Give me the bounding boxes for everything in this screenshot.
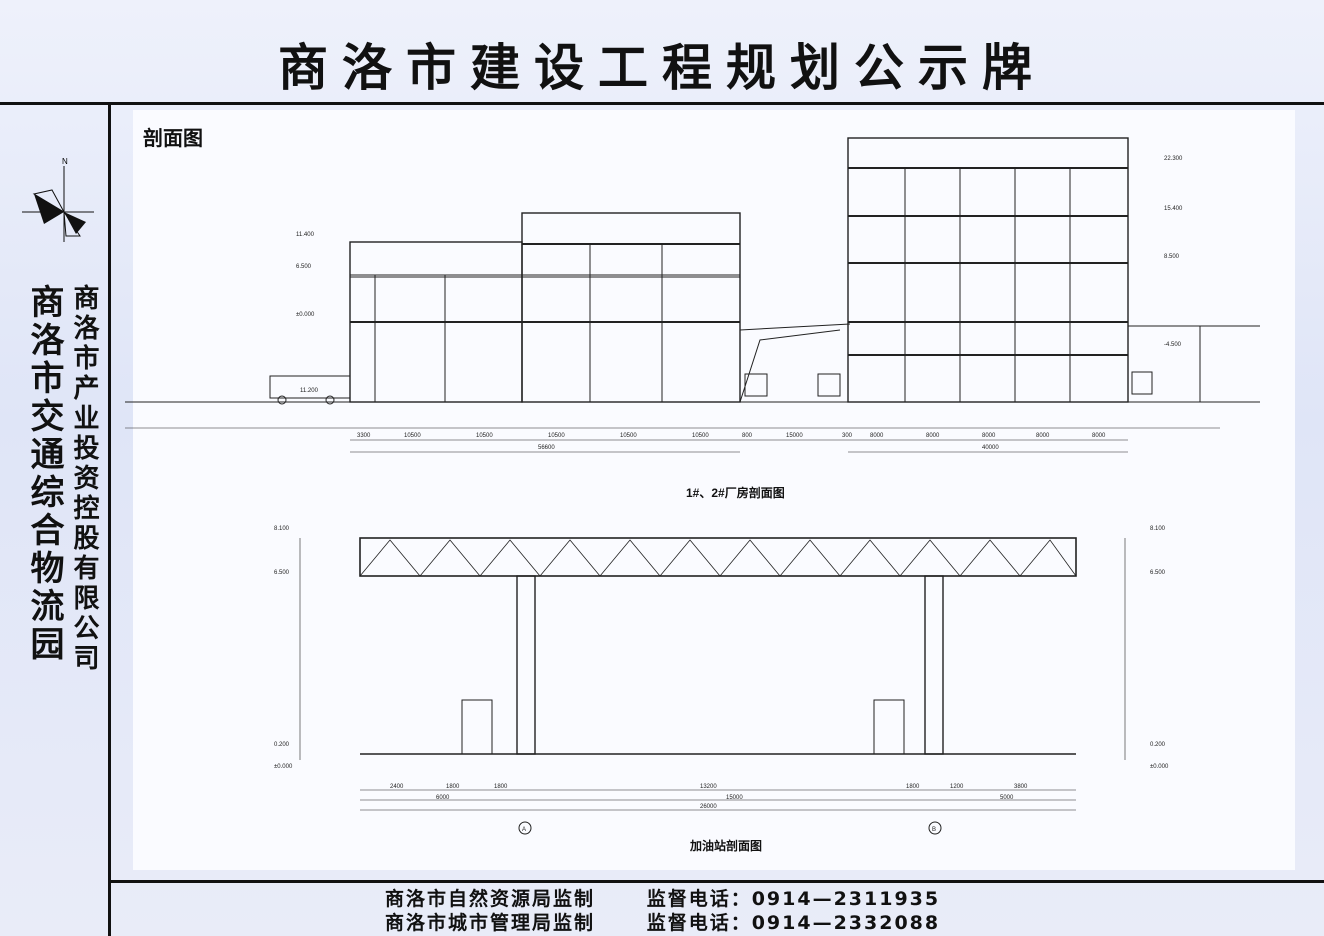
factory-dim: 8000 [982, 433, 996, 439]
level-label: 11.400 [296, 232, 315, 238]
station-dim: 2400 [390, 784, 404, 790]
left-panel: N 商洛市交通综合物流园 商洛市产业投资控股有限公司 [0, 104, 110, 882]
station-level: 8.100 [1150, 526, 1166, 532]
station-dim: 3800 [1014, 784, 1028, 790]
station-dim: 1800 [446, 784, 460, 790]
station-dim: 1800 [906, 784, 920, 790]
factory-dim: 8000 [926, 433, 940, 439]
level-label: 15.400 [1164, 206, 1183, 212]
section-label: 剖面图 [143, 126, 203, 150]
factory-total-left: 56600 [538, 445, 555, 451]
factory-dim: 300 [842, 433, 853, 439]
factory-dim: 3300 [357, 433, 371, 439]
drawing-panel [133, 110, 1295, 870]
footer-line-1: 商洛市自然资源局监制 监督电话：0914—2311935 [385, 888, 941, 910]
footer-divider [108, 880, 1324, 883]
factory-dim: 15000 [786, 433, 803, 439]
station-level: 0.200 [274, 742, 290, 748]
factory-total-right: 40000 [982, 445, 999, 451]
left-panel-divider [108, 102, 111, 936]
park-name: 商洛市交通综合物流园 [24, 284, 64, 664]
board-title: 商洛市建设工程规划公示牌 [278, 39, 1046, 97]
station-level: 6.500 [274, 570, 290, 576]
axis-label: B [932, 827, 936, 833]
factory-dim: 8000 [1092, 433, 1106, 439]
factory-dim: 10500 [692, 433, 709, 439]
level-label: -4.500 [1164, 342, 1182, 348]
factory-dim: 10500 [476, 433, 493, 439]
factory-dim: 10500 [404, 433, 421, 439]
level-label: 6.500 [296, 264, 312, 270]
station-dim: 6000 [436, 795, 450, 801]
station-level: ±0.000 [274, 764, 293, 770]
level-label: 11.200 [300, 388, 319, 394]
level-label: 22.300 [1164, 156, 1183, 162]
factory-dim: 8000 [1036, 433, 1050, 439]
station-level: 8.100 [274, 526, 290, 532]
compass-north-arrow-icon: N [22, 157, 94, 242]
axis-label: A [522, 827, 526, 833]
title-divider [0, 102, 1324, 105]
station-dim: 5000 [1000, 795, 1014, 801]
company-name: 商洛市产业投资控股有限公司 [69, 284, 99, 674]
factory-dim: 10500 [620, 433, 637, 439]
footer-line-2: 商洛市城市管理局监制 监督电话：0914—2332088 [385, 912, 941, 934]
factory-dim: 8000 [870, 433, 884, 439]
factory-dim: 10500 [548, 433, 565, 439]
level-label: 8.500 [1164, 254, 1180, 260]
north-label: N [62, 157, 68, 166]
station-dim: 1800 [494, 784, 508, 790]
station-level: 0.200 [1150, 742, 1166, 748]
station-level: 6.500 [1150, 570, 1166, 576]
station-total: 26000 [700, 804, 717, 810]
station-dim: 1200 [950, 784, 964, 790]
station-level: ±0.000 [1150, 764, 1169, 770]
station-dim: 13200 [700, 784, 717, 790]
factory-caption: 1#、2#厂房剖面图 [686, 485, 785, 500]
station-caption: 加油站剖面图 [689, 838, 762, 853]
level-label: ±0.000 [296, 312, 315, 318]
station-dim: 15000 [726, 795, 743, 801]
factory-dim: 800 [742, 433, 753, 439]
